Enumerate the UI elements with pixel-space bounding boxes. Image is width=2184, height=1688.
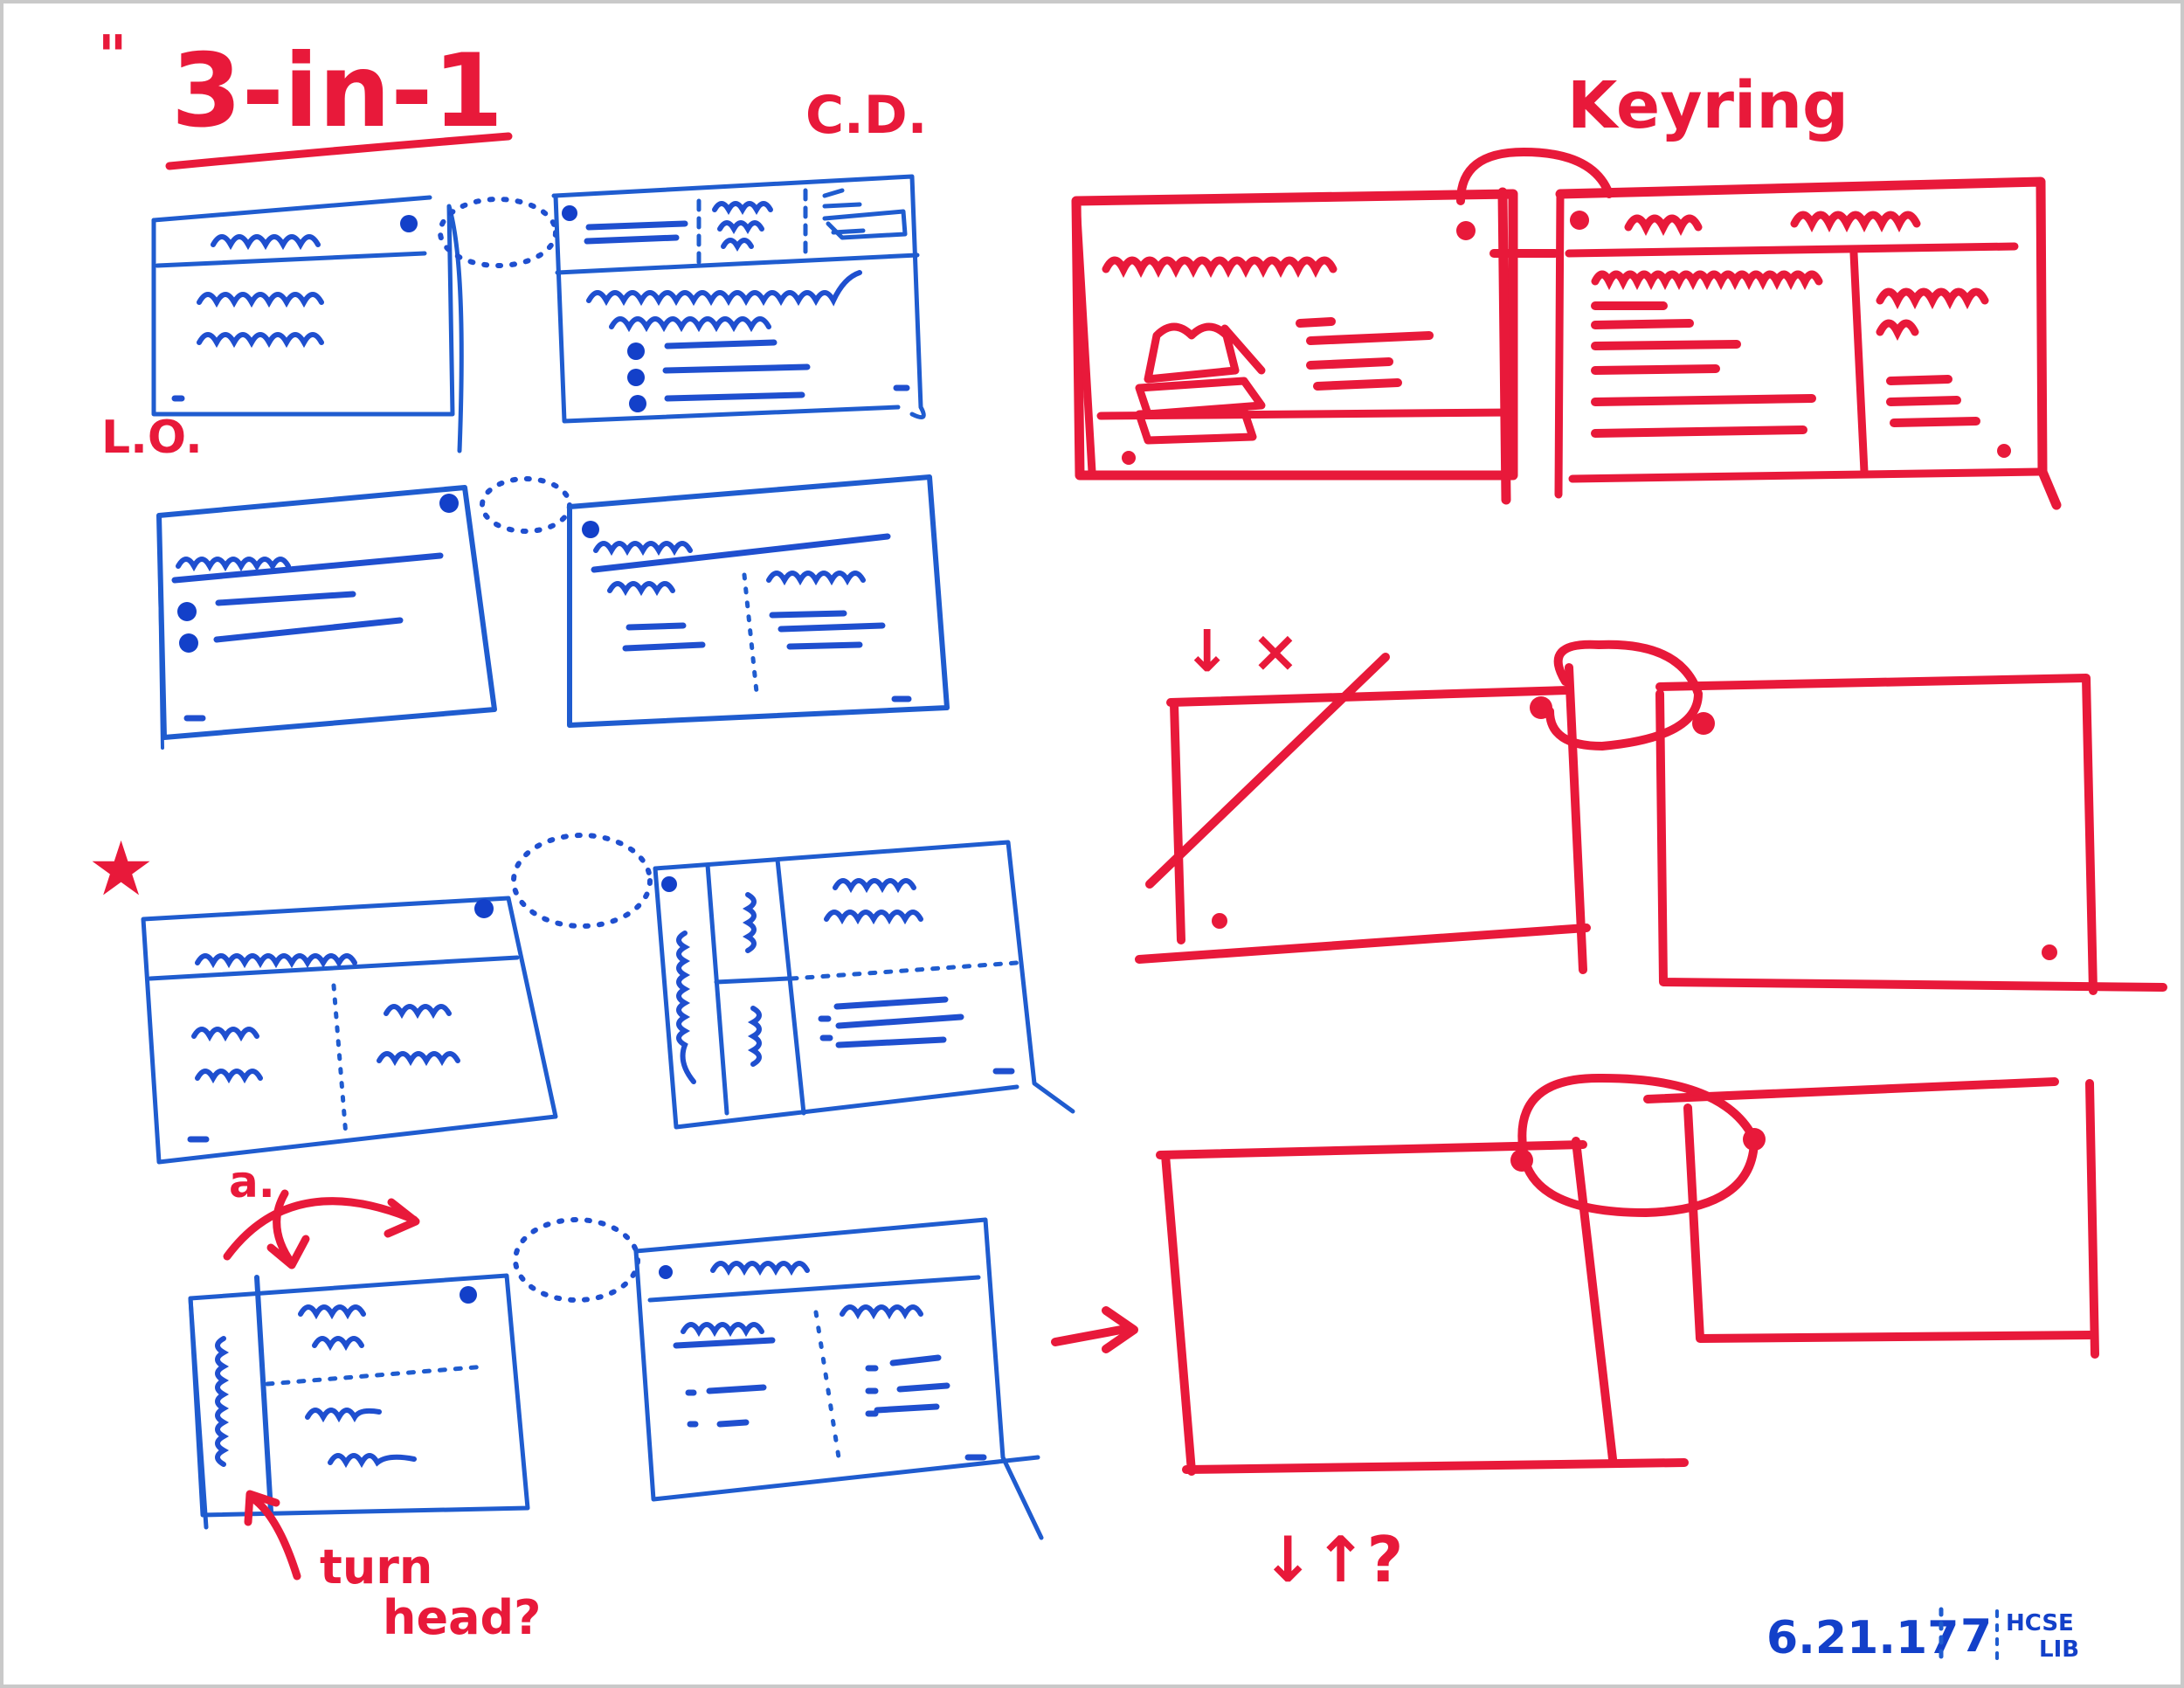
footer-page: 7 [1960,1610,1992,1663]
turn-head-note-1: turn [320,1539,432,1595]
sketch-3-link-ring [511,833,653,929]
turn-head-arrow [247,1493,301,1581]
sketch-2-left-panel [156,485,497,750]
turn-head-arrow-head [244,1490,280,1526]
curved-arrow-right-head [384,1198,420,1238]
sketch-1-link-ring [438,197,558,268]
footer-date: 6.21.17 [1766,1612,1959,1664]
keyring-title: Keyring [1567,68,1849,143]
turn-head-note-2: head? [383,1590,542,1645]
footer-signature: 6.21.17 7 HCSE LIB [1766,1607,2079,1668]
sketch-1-right-panel [551,174,926,424]
keyring-sketch [1071,148,2062,510]
a-note: a. [229,1157,275,1207]
cd-label: C.D. [805,85,927,146]
sketch-4-right-panel [633,1217,1044,1540]
curved-arrow-down-head [266,1235,310,1269]
sketch-1-left-panel [151,195,464,453]
ring-sketch-bottom [1156,1073,2099,1476]
sketch-4-link-ring [513,1217,640,1303]
page-title: 3-in-1 [171,32,503,150]
right-arrow-head [1102,1306,1138,1353]
ring-sketch-middle [1135,640,2167,995]
title-underline [165,132,513,170]
sketch-canvas: " 3-in-1 C.D. L.O. [87,24,2167,1668]
footer-initials-top: HCSE [2006,1610,2074,1636]
curved-arrow-right [223,1197,418,1261]
arrow-note: ↓ × [1183,618,1300,685]
star-mark: ★ [87,826,155,913]
sketch-4-left-panel [188,1273,530,1530]
sketch-3-left-panel [141,896,558,1165]
bottom-note: ↓↑? [1261,1523,1403,1596]
right-arrow-shaft [1051,1324,1135,1346]
title-mark: " [98,24,127,89]
footer-initials-bottom: LIB [2039,1636,2079,1663]
sketch-3-right-panel [653,840,1075,1130]
sketch-2-right-panel [567,474,950,728]
lo-label: L.O. [101,412,203,464]
sketch-2-link-ring [480,476,572,534]
